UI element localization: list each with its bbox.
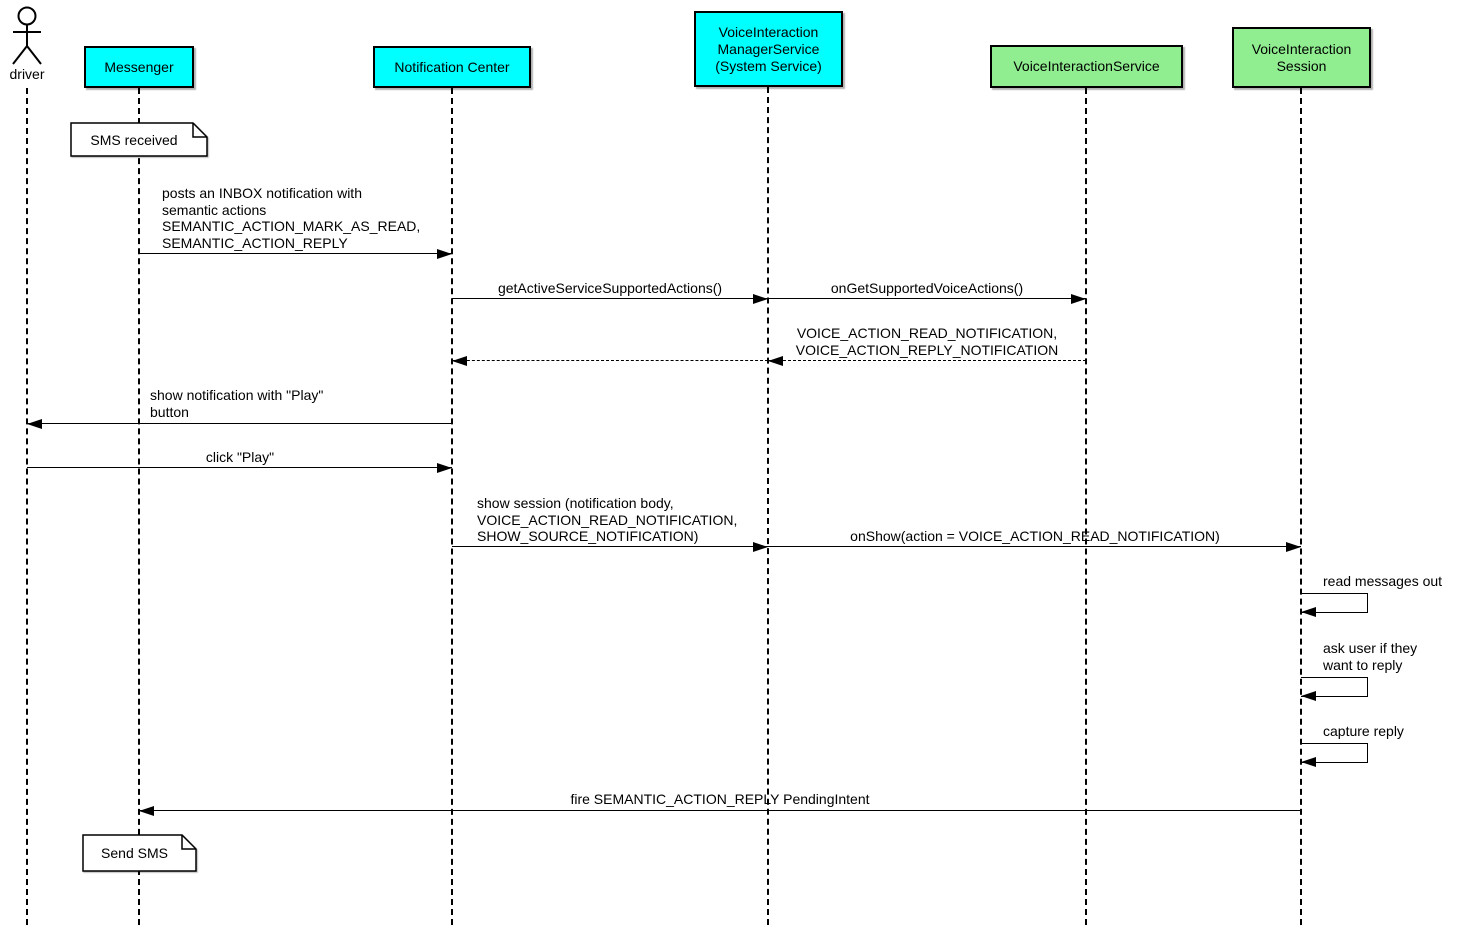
message-on-show-line (768, 546, 1301, 547)
message-return-actions-line (768, 360, 1086, 361)
self-message-ask-reply-loop (1301, 677, 1368, 697)
message-return-actions-forward-arrowhead (452, 356, 467, 366)
message-get-actions-line (452, 298, 768, 299)
participant-voice-session-label: VoiceInteraction Session (1251, 40, 1352, 74)
message-show-notification-arrowhead (27, 419, 42, 429)
actor-driver-label: driver (9, 66, 45, 82)
message-get-actions-arrowhead (753, 294, 768, 304)
self-message-ask-reply-label: ask user if they want to reply (1323, 640, 1418, 673)
message-on-get-actions-label: onGetSupportedVoiceActions() (830, 280, 1024, 296)
message-return-actions-forward-line (452, 360, 768, 361)
message-post-notification-label: posts an INBOX notification with semanti… (162, 185, 421, 251)
lifeline-driver (26, 88, 28, 925)
note-sms-received: SMS received (70, 122, 208, 157)
message-show-notification-line (27, 423, 452, 424)
message-fire-intent-line (139, 810, 1301, 811)
message-return-actions-arrowhead (768, 356, 783, 366)
message-show-session-label: show session (notification body, VOICE_A… (477, 495, 738, 544)
self-message-capture-reply-loop (1301, 743, 1368, 763)
participant-notification-center: Notification Center (373, 46, 531, 88)
message-click-play-line (27, 467, 452, 468)
message-show-session-line (452, 546, 768, 547)
message-fire-intent-arrowhead (139, 806, 154, 816)
note-shape (70, 122, 208, 157)
note-shape (82, 834, 197, 872)
lifeline-voice-service (1085, 88, 1087, 925)
message-get-actions-label: getActiveServiceSupportedActions() (497, 280, 723, 296)
message-fire-intent-label: fire SEMANTIC_ACTION_REPLY PendingIntent (570, 791, 870, 807)
message-click-play-arrowhead (437, 463, 452, 473)
message-show-notification-label: show notification with "Play" button (150, 387, 324, 420)
self-message-read-messages-label: read messages out (1323, 573, 1443, 589)
message-return-actions-label: VOICE_ACTION_READ_NOTIFICATION, VOICE_AC… (795, 325, 1059, 358)
message-on-show-label: onShow(action = VOICE_ACTION_READ_NOTIFI… (850, 528, 1220, 544)
note-send-sms: Send SMS (82, 834, 197, 872)
self-message-read-messages-loop (1301, 593, 1368, 613)
message-on-get-actions-line (768, 298, 1086, 299)
participant-voice-service-label: VoiceInteractionService (1013, 58, 1160, 74)
participant-voice-session: VoiceInteraction Session (1232, 27, 1371, 88)
message-on-show-arrowhead (1286, 542, 1301, 552)
lifeline-messenger (138, 88, 140, 925)
participant-messenger: Messenger (84, 46, 194, 88)
self-message-ask-reply-arrowhead (1301, 691, 1316, 701)
participant-notification-center-label: Notification Center (394, 58, 510, 75)
participant-voice-service: VoiceInteractionService (990, 45, 1183, 88)
lifeline-notification-center (451, 88, 453, 925)
self-message-read-messages-arrowhead (1301, 607, 1316, 617)
message-show-session-arrowhead (753, 542, 768, 552)
actor-driver-icon (12, 6, 42, 65)
participant-messenger-label: Messenger (104, 58, 174, 75)
message-post-notification-arrowhead (437, 249, 452, 259)
note-send-sms-label: Send SMS (101, 845, 168, 861)
message-post-notification-line (139, 253, 452, 254)
lifeline-manager-service (767, 87, 769, 925)
participant-manager-service-label: VoiceInteraction ManagerService (System … (715, 23, 822, 74)
note-sms-received-label: SMS received (90, 131, 178, 148)
lifeline-voice-session (1300, 88, 1302, 925)
participant-manager-service: VoiceInteraction ManagerService (System … (694, 11, 843, 87)
message-on-get-actions-arrowhead (1071, 294, 1086, 304)
message-click-play-label: click "Play" (205, 449, 275, 465)
self-message-capture-reply-arrowhead (1301, 757, 1316, 767)
self-message-capture-reply-label: capture reply (1323, 723, 1404, 739)
